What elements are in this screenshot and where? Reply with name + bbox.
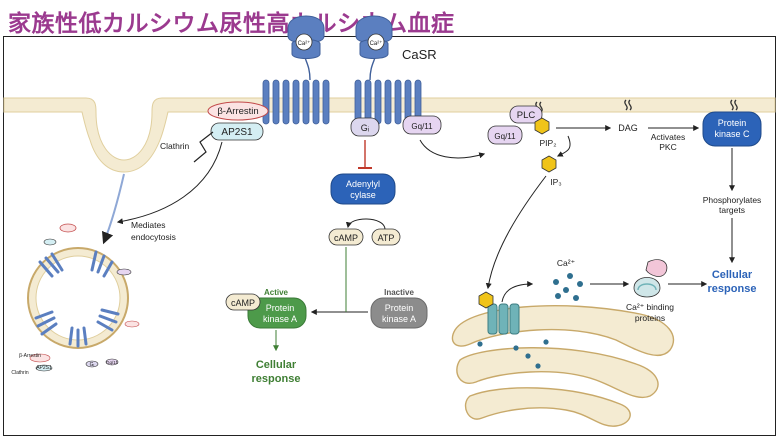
- ip3-receptor-channel: [478, 291, 520, 335]
- ip3-label: IP₃: [550, 177, 562, 187]
- pka-inactive-line2: kinase A: [382, 314, 416, 324]
- vesicle-ap2s1: AP2S1: [36, 365, 52, 371]
- clathrin-chain: [193, 131, 214, 163]
- pka-active-line2: kinase A: [263, 314, 297, 324]
- pkc-label-line2: kinase C: [714, 129, 750, 139]
- vesicle-clathrin: Clathrin: [11, 370, 28, 376]
- ca-ion-label-right: Ca²⁺: [370, 40, 383, 47]
- calcium-ions: [477, 273, 583, 369]
- endosome-vesicle: [27, 223, 140, 372]
- adenylyl-cyclase: [330, 173, 396, 205]
- phosphorylates-line1: Phosphorylates: [703, 195, 762, 205]
- pka-active-line1: Protein: [266, 303, 295, 313]
- cellular-response-left-line1: Cellular: [256, 359, 297, 371]
- vesicle-beta-arrestin: β-Arrestin: [19, 353, 41, 359]
- gi-label: Gᵢ: [361, 123, 369, 133]
- camp-molecule: [328, 228, 364, 246]
- mediates-line1: Mediates: [131, 220, 166, 230]
- camp-bound: [225, 293, 261, 311]
- gq11-protein: [402, 115, 442, 135]
- pip2-label: PIP₂: [540, 138, 557, 148]
- casr-transmembrane: [262, 79, 422, 125]
- endoplasmic-reticulum: [451, 305, 675, 427]
- active-label: Active: [264, 288, 289, 297]
- gq11-active: [487, 125, 523, 145]
- ap2s1-label: AP2S1: [221, 127, 253, 138]
- ca-binding-protein: [633, 259, 668, 298]
- ca-binding-line2: proteins: [635, 313, 665, 323]
- pka-active: [247, 297, 307, 329]
- cytosolic-ca-label: Ca²⁺: [557, 258, 575, 268]
- pka-inactive: [370, 297, 428, 329]
- vesicle-gi: Gᵢ: [90, 362, 95, 368]
- vesicle-gq11: Gq/11: [106, 360, 118, 365]
- beta-arrestin: [207, 101, 269, 121]
- beta-arrestin-label: β-Arrestin: [217, 106, 258, 117]
- ca-binding-line1: Ca²⁺ binding: [626, 302, 674, 312]
- ca-ion-label-left: Ca²⁺: [298, 40, 311, 47]
- ap2s1: [210, 122, 264, 141]
- inactive-label: Inactive: [384, 288, 414, 297]
- pip2-hexagon: [534, 117, 550, 135]
- plc-label: PLC: [517, 110, 536, 121]
- mediates-line2: endocytosis: [131, 232, 176, 242]
- phosphorylates-line2: targets: [719, 205, 745, 215]
- dag-label: DAG: [618, 123, 638, 133]
- camp-label: cAMP: [334, 233, 358, 243]
- clathrin-label: Clathrin: [160, 141, 190, 151]
- camp-bound-label: cAMP: [231, 298, 255, 308]
- cellular-response-right-line2: response: [708, 283, 757, 295]
- gq11-active-label: Gq/11: [494, 132, 516, 141]
- casr-label: CaSR: [402, 47, 437, 62]
- plc-enzyme: [509, 105, 543, 124]
- casr-extracellular-domain-left: [287, 15, 325, 59]
- ip3-hexagon: [541, 155, 557, 173]
- adenylyl-label-line2: cylase: [350, 190, 376, 200]
- protein-kinase-c: [702, 111, 762, 147]
- atp-molecule: [371, 228, 401, 246]
- cellular-response-right-line1: Cellular: [712, 269, 753, 281]
- cellular-response-left-line2: response: [252, 373, 301, 385]
- adenylyl-label-line1: Adenylyl: [346, 179, 380, 189]
- casr-extracellular-domain-right: [355, 15, 393, 59]
- gi-protein: [350, 117, 380, 137]
- pkc-label-line1: Protein: [718, 118, 747, 128]
- gq11-label: Gq/11: [411, 122, 433, 131]
- cell-membrane: [3, 97, 776, 173]
- pka-inactive-line1: Protein: [385, 303, 414, 313]
- activates-pkc-line2: PKC: [659, 142, 676, 152]
- atp-label: ATP: [378, 233, 395, 243]
- activates-pkc-line1: Activates: [651, 132, 686, 142]
